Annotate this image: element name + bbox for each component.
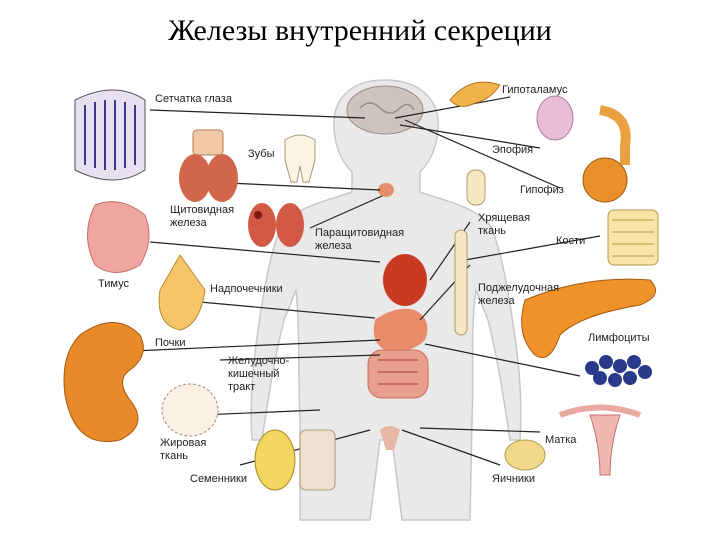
- hypothalamus-illustration: [449, 81, 501, 107]
- intestines-icon: [367, 349, 429, 399]
- label-thymus: Тимус: [98, 278, 129, 290]
- label-retina: Сетчатка глаза: [155, 93, 232, 105]
- label-fat-tissue: Жировая ткань: [160, 437, 207, 462]
- epiphysis-illustration: [536, 95, 574, 141]
- label-lymphocytes: Лимфоциты: [588, 332, 650, 344]
- heart-icon: [383, 254, 427, 306]
- pancreas-illustration: [521, 278, 657, 358]
- adrenal-illustration: [158, 254, 206, 331]
- ovary-illustration: [504, 439, 546, 471]
- page-title: Железы внутренний секреции: [168, 14, 552, 47]
- label-testes: Семенники: [190, 473, 247, 485]
- label-epiphysis: Эпофия: [492, 144, 534, 156]
- lymphocytes-illustration: [585, 355, 652, 387]
- uterus-small-icon: [380, 426, 400, 450]
- tooth-illustration: [284, 134, 316, 183]
- pituitary-illustration: [582, 105, 631, 203]
- label-ovaries: Яичники: [492, 473, 535, 485]
- testes-illustration: [254, 429, 336, 491]
- label-gi-tract: Желудочно- кишечный тракт: [228, 355, 290, 393]
- thyroid-illustration: [179, 129, 238, 202]
- label-kidneys: Почки: [155, 337, 186, 349]
- thymus-illustration: [87, 201, 150, 273]
- bone-illustration: [454, 229, 468, 336]
- label-cartilage: Хрящевая ткань: [478, 212, 531, 237]
- fat-tissue-illustration: [161, 383, 219, 437]
- label-teeth: Зубы: [248, 148, 275, 160]
- label-hypothalamus: Гипоталамус: [502, 84, 568, 96]
- stomach-icon: [373, 308, 428, 352]
- brain-icon: [346, 85, 424, 135]
- thyroid-small-icon: [378, 183, 394, 197]
- label-pituitary: Гипофиз: [520, 184, 564, 196]
- parathyroid-illustration: [248, 203, 304, 247]
- kidney-illustration: [63, 322, 144, 442]
- label-pancreas: Поджелудочная железа: [478, 282, 560, 307]
- bone-tissue-illustration: [607, 209, 659, 266]
- uterus-illustration: [558, 404, 642, 476]
- label-bones: Кости: [556, 235, 586, 247]
- label-adrenal: Надпочечники: [210, 283, 283, 295]
- label-parathyroid: Паращитовидная железа: [315, 227, 405, 252]
- label-thyroid: Щитовидная железа: [170, 204, 235, 229]
- cartilage-illustration: [466, 169, 486, 206]
- retina-illustration: [74, 89, 146, 181]
- label-uterus: Матка: [545, 434, 577, 446]
